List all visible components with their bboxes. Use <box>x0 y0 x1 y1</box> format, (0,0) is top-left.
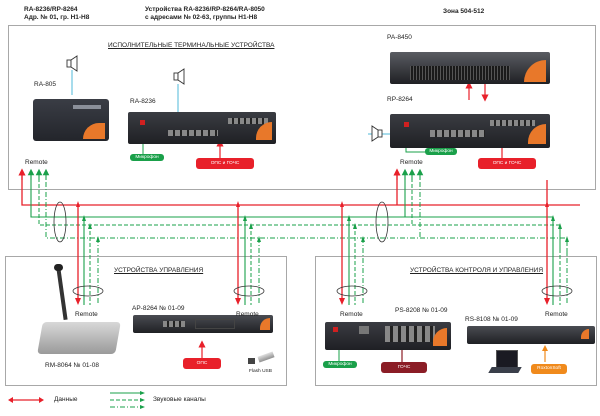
monitor-section-title: УСТРОЙСТВА КОНТРОЛЯ И УПРАВЛЕНИЯ <box>410 267 544 274</box>
tag-ops-left: ОПС и ГОЧС <box>196 158 254 169</box>
label-pa8450: PA-8450 <box>387 34 412 41</box>
control-section-frame <box>5 256 287 386</box>
audio-bus-dashdot <box>45 172 568 256</box>
tag-mic-right: Микрофон <box>425 148 457 155</box>
ap8264-device <box>133 315 273 333</box>
tag-roxtonsoft: RoxtonSoft <box>531 364 567 374</box>
header-middle-line2: с адресами № 02-63, группы Н1-Н8 <box>145 14 258 21</box>
label-remote-terminal-left: Remote <box>25 159 48 166</box>
laptop-device <box>488 350 522 378</box>
terminal-section-title: ИСПОЛНИТЕЛЬНЫЕ ТЕРМИНАЛЬНЫЕ УСТРОЙСТВА <box>108 42 275 49</box>
rs8108-device <box>467 326 595 344</box>
legend-data-label: Данные <box>54 396 78 403</box>
label-rm8064: RM-8064 № 01-08 <box>45 362 99 369</box>
audio-bus-solid <box>30 172 553 218</box>
label-ra8236: RA-8236 <box>130 98 156 105</box>
label-ra805: RA-805 <box>34 81 57 88</box>
tag-ops-right: ОПС и ГОЧС <box>478 158 536 169</box>
flash-usb-device <box>248 351 276 366</box>
label-ps8208: PS-8208 № 01-09 <box>395 307 448 314</box>
tag-mic-ps: Микрофон <box>323 361 357 368</box>
control-section-title: УСТРОЙСТВА УПРАВЛЕНИЯ <box>114 267 204 274</box>
label-ap8264: AP-8264 № 01-09 <box>132 305 185 312</box>
terminal-section-frame <box>8 25 596 190</box>
label-flash-usb: Flash USB <box>249 369 272 374</box>
rm8064-device <box>37 264 121 358</box>
header-middle: Устройства RA-8236/RP-8264/RA-8050 с адр… <box>145 6 265 22</box>
label-rp8264: RP-8264 <box>387 96 413 103</box>
bundle-ellipse-ap <box>233 285 265 297</box>
header-left: RA-8236/RP-8264 Адр. № 01, гр. Н1-Н8 <box>24 6 89 22</box>
data-bus-line <box>21 172 580 206</box>
ps8208-device <box>325 322 451 350</box>
label-remote-terminal-right: Remote <box>400 159 423 166</box>
rp8264-device <box>390 114 550 148</box>
pa8450-device <box>390 52 550 84</box>
bundle-ellipse-ps <box>336 285 368 297</box>
bundle-ellipse-left <box>53 201 67 243</box>
header-middle-line1: Устройства RA-8236/RP-8264/RA-8050 <box>145 6 265 13</box>
tag-ops-ap: ОПС <box>183 358 221 369</box>
ra805-device <box>33 95 109 145</box>
label-remote-control-left: Remote <box>75 311 98 318</box>
label-remote-monitor-right: Remote <box>545 311 568 318</box>
header-left-line1: RA-8236/RP-8264 <box>24 6 78 13</box>
bundle-ellipse-rm <box>72 285 104 297</box>
bundle-ellipse-rs <box>541 285 573 297</box>
label-rs8108: RS-8108 № 01-09 <box>465 316 518 323</box>
legend-audio-label: Звуковые каналы <box>153 396 206 403</box>
bundle-ellipse-right <box>375 201 389 243</box>
tag-mic-left: Микрофон <box>130 154 164 161</box>
header-left-line2: Адр. № 01, гр. Н1-Н8 <box>24 14 90 21</box>
audio-bus-dashed <box>38 172 561 252</box>
label-remote-monitor-left: Remote <box>340 311 363 318</box>
label-remote-control-right: Remote <box>236 311 259 318</box>
ra8236-device <box>128 112 276 144</box>
header-right: Зона 504-512 <box>443 8 485 15</box>
monitor-section-frame <box>315 256 597 386</box>
tag-gochs-ps: ГОЧС <box>381 362 427 373</box>
